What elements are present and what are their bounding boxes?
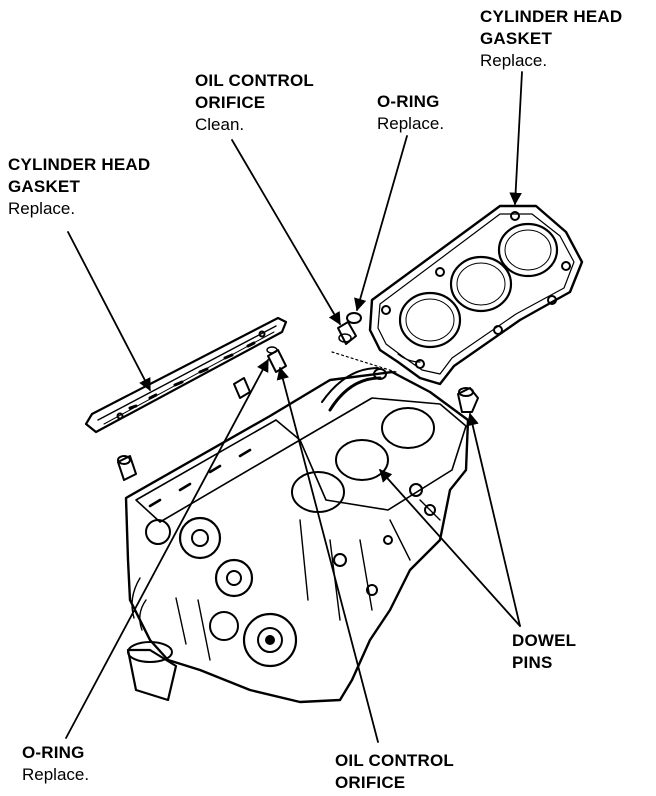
leader-lines — [65, 71, 523, 743]
left-cylinder-head-gasket — [84, 316, 288, 434]
dowel-pin-right — [457, 387, 479, 413]
label-part-name: GASKET — [8, 177, 81, 196]
label-part-name: OIL CONTROL — [195, 71, 314, 90]
label-part-name: GASKET — [480, 29, 553, 48]
label-part-name: ORIFICE — [335, 773, 406, 792]
label-action: Replace. — [22, 765, 90, 784]
label-action: Clean. — [195, 115, 245, 134]
callout-o-ring-top: O-RING Replace. — [377, 91, 444, 135]
dowel-pin-upper-left — [233, 377, 251, 399]
callout-dowel-pins: DOWEL PINS — [512, 630, 576, 674]
label-part-name: O-RING — [377, 92, 440, 111]
label-part-name: O-RING — [22, 743, 85, 762]
label-part-name: ORIFICE — [195, 93, 266, 112]
right-cylinder-head-gasket — [368, 204, 584, 386]
label-action: Replace. — [377, 114, 445, 133]
callout-cylinder-head-gasket-left: CYLINDER HEAD GASKET Replace. — [8, 154, 150, 220]
engine-block — [124, 346, 470, 704]
dowel-pin-left — [117, 455, 137, 481]
label-action: Replace. — [480, 51, 548, 70]
label-part-name: CYLINDER HEAD — [8, 155, 151, 174]
callout-oil-control-orifice-bottom: OIL CONTROL ORIFICE — [335, 750, 454, 794]
callout-o-ring-bottom: O-RING Replace. — [22, 742, 89, 786]
label-part-name: DOWEL — [512, 631, 577, 650]
label-part-name: OIL CONTROL — [335, 751, 454, 770]
upper-oil-control-orifice — [337, 321, 357, 345]
upper-o-ring — [346, 312, 362, 324]
label-part-name: CYLINDER HEAD — [480, 7, 623, 26]
label-action: Replace. — [8, 199, 76, 218]
label-part-name: PINS — [512, 653, 553, 672]
callout-oil-control-orifice-top: OIL CONTROL ORIFICE Clean. — [195, 70, 314, 136]
callout-cylinder-head-gasket-right: CYLINDER HEAD GASKET Replace. — [480, 6, 622, 72]
